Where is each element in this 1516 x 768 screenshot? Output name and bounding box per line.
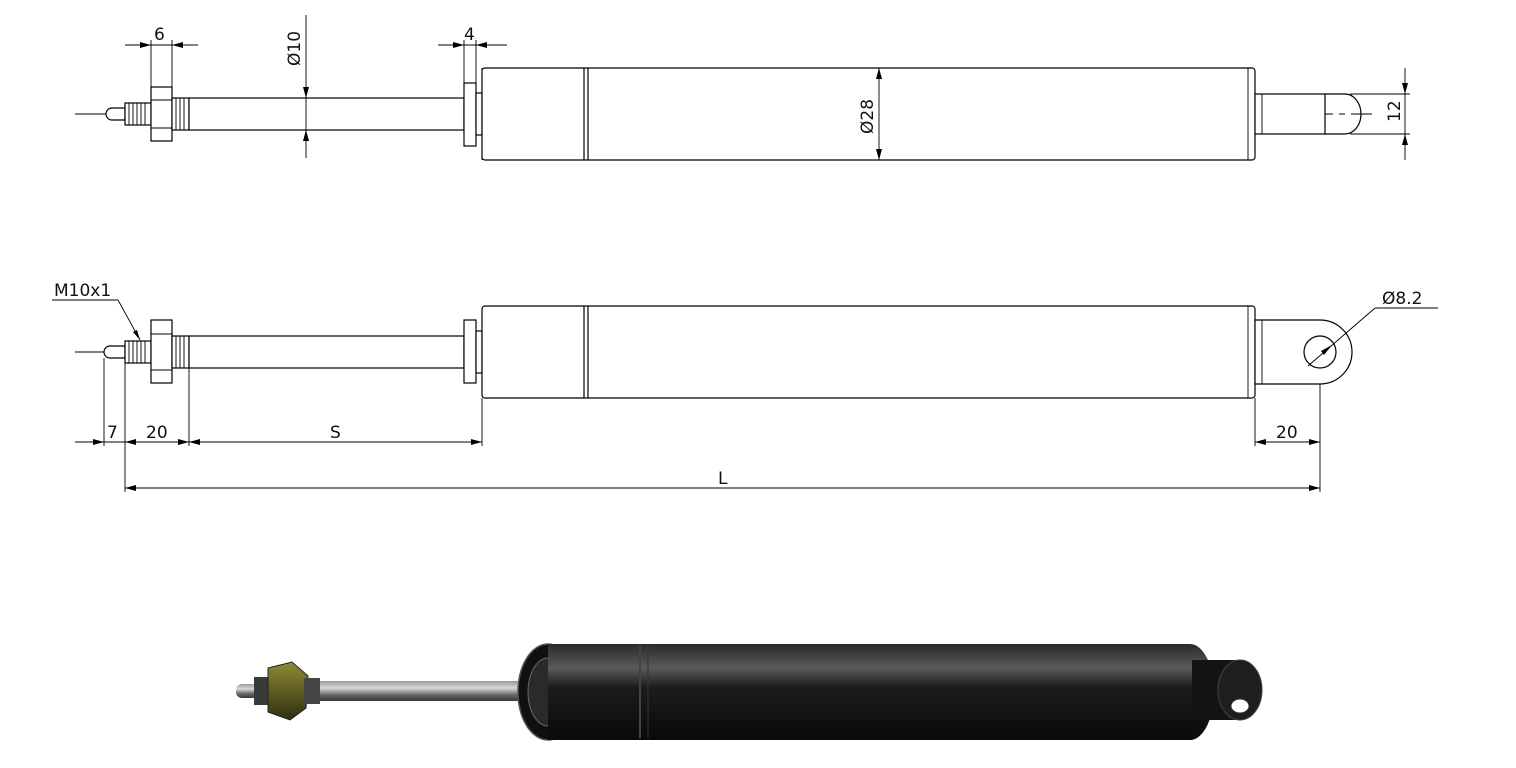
render-view <box>236 643 1263 741</box>
dim-nut-width: 6 <box>154 25 165 45</box>
dim-nut-offset: 20 <box>146 423 168 443</box>
front-thread-rear <box>171 335 190 369</box>
front-view: M10x1 Ø8.2 7 20 S 20 <box>52 281 1438 492</box>
render-thread <box>254 677 270 705</box>
top-collar-step <box>475 92 483 136</box>
front-cylinder-body <box>481 305 1256 399</box>
front-tip-pin <box>103 345 126 359</box>
render-rod <box>300 681 530 701</box>
front-eye-hole <box>1303 335 1337 369</box>
top-rod <box>188 97 465 131</box>
top-view: 6 Ø10 4 Ø28 12 <box>75 15 1410 161</box>
top-nut <box>150 86 173 142</box>
dim-end-diameter: 12 <box>1385 100 1405 122</box>
label-eye-hole: Ø8.2 <box>1382 289 1422 309</box>
render-tip <box>236 684 258 698</box>
top-thread-rear <box>171 97 190 131</box>
front-nut <box>150 319 173 384</box>
render-eye-hole <box>1230 698 1250 714</box>
dim-total-length: L <box>718 469 728 489</box>
dim-body-diameter: Ø28 <box>858 99 878 134</box>
top-tip-pin <box>105 107 126 121</box>
dim-tip-length: 7 <box>107 423 118 443</box>
front-collar-step <box>475 330 483 374</box>
top-collar <box>463 82 477 147</box>
front-thread-hatching <box>128 341 146 363</box>
label-thread: M10x1 <box>54 281 111 301</box>
render-nut <box>267 661 309 721</box>
dim-collar-width: 4 <box>464 25 475 45</box>
front-rod <box>188 335 465 369</box>
dim-eye-offset: 20 <box>1276 423 1298 443</box>
render-cylinder-body <box>548 644 1214 740</box>
top-thread-hatching <box>128 103 146 125</box>
front-collar <box>463 319 477 384</box>
dim-stroke: S <box>330 423 341 443</box>
dim-rod-diameter: Ø10 <box>285 31 305 66</box>
top-end-fitting <box>1254 93 1326 135</box>
